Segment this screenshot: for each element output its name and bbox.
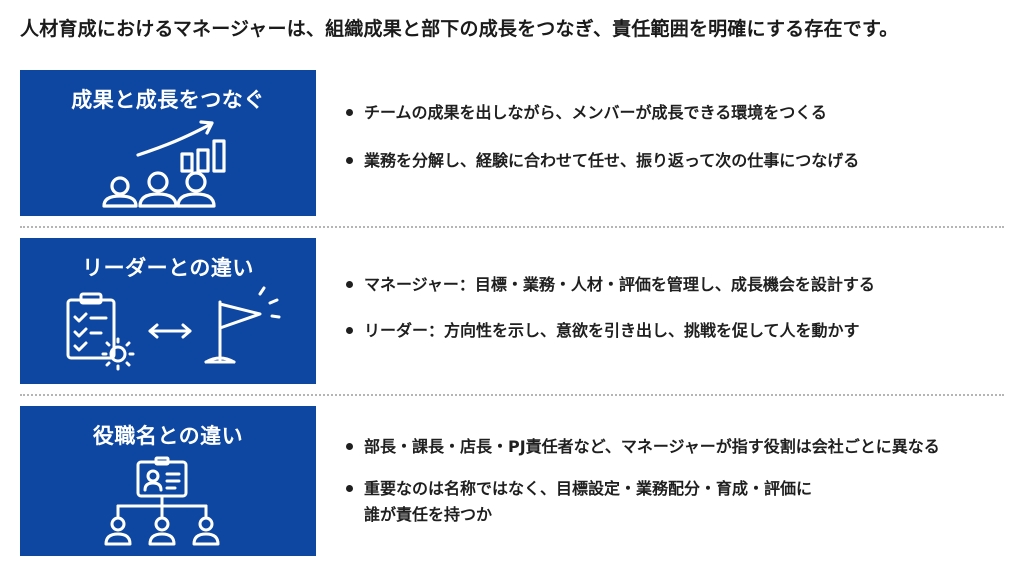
org-chart-id-card-icon (104, 456, 220, 546)
bullet-text: 業務を分解し、経験に合わせて任せ、振り返って次の仕事につなげる (364, 151, 860, 170)
bullet-dot (346, 157, 353, 164)
section-title: 役職名との違い (92, 424, 244, 448)
bullet-text: リーダー：方向性を示し、意欲を引き出し、挑戦を促して人を動かす (364, 321, 860, 340)
bullet-item: 部長・課長・店長・PJ責任者など、マネージャーが指す役割は会社ごとに異なる (342, 434, 1010, 460)
section-growth: 成果と成長をつなぐ チームの成果を出しながら (20, 70, 1010, 216)
bullet-item: マネージャー：目標・業務・人材・評価を管理し、成長機会を設計する (342, 272, 1010, 298)
section-leader: リーダーとの違い (20, 238, 1010, 384)
section-divider (20, 394, 1004, 396)
bullet-item: チームの成果を出しながら、メンバーが成長できる環境をつくる (342, 100, 1010, 126)
section-title: リーダーとの違い (82, 256, 254, 280)
bullet-text: チームの成果を出しながら、メンバーが成長できる環境をつくる (364, 103, 827, 122)
bullet-item: 重要なのは名称ではなく、目標設定・業務配分・育成・評価に 誰が責任を持つか (342, 476, 1010, 528)
bullet-item: リーダー：方向性を示し、意欲を引き出し、挑戦を促して人を動かす (342, 318, 1010, 344)
section-card-role: 役職名との違い (20, 406, 316, 556)
bullet-text: 重要なのは名称ではなく、目標設定・業務配分・育成・評価に 誰が責任を持つか (364, 479, 813, 524)
section-title: 成果と成長をつなぐ (71, 88, 265, 112)
page-headline: 人材育成におけるマネージャーは、組織成果と部下の成長をつなぎ、責任範囲を明確にす… (20, 18, 899, 40)
section-title-role: 役職名との違い 部長・課長 (20, 406, 1010, 556)
bullet-dot (346, 485, 353, 492)
section-bullets-leader: マネージャー：目標・業務・人材・評価を管理し、成長機会を設計する リーダー：方向… (342, 272, 1010, 344)
bullet-item: 業務を分解し、経験に合わせて任せ、振り返って次の仕事につなげる (342, 148, 1010, 174)
bullet-dot (346, 443, 353, 450)
checklist-vs-flag-icon (66, 286, 281, 371)
bullet-dot (346, 109, 353, 116)
team-growth-chart-icon (102, 120, 226, 208)
section-card-leader: リーダーとの違い (20, 238, 316, 384)
section-bullets-role: 部長・課長・店長・PJ責任者など、マネージャーが指す役割は会社ごとに異なる 重要… (342, 434, 1010, 528)
section-card-growth: 成果と成長をつなぐ (20, 70, 316, 216)
bullet-dot (346, 327, 353, 334)
bullet-dot (346, 281, 353, 288)
bullet-text: 部長・課長・店長・PJ責任者など、マネージャーが指す役割は会社ごとに異なる (364, 437, 940, 456)
bullet-text: マネージャー：目標・業務・人材・評価を管理し、成長機会を設計する (364, 275, 875, 294)
section-divider (20, 226, 1004, 228)
section-bullets-growth: チームの成果を出しながら、メンバーが成長できる環境をつくる 業務を分解し、経験に… (342, 100, 1010, 174)
